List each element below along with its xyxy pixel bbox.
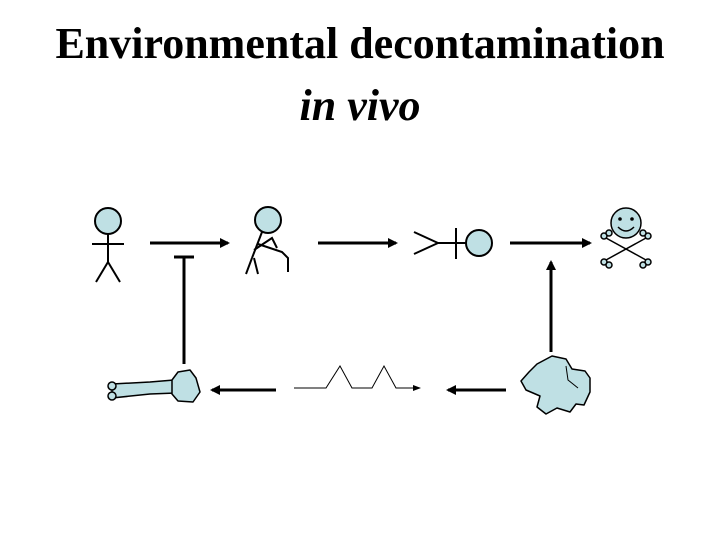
fallen-person-icon [413,228,493,259]
skull-crossbones-icon [600,207,652,269]
slide-subtitle: in vivo [299,81,421,130]
contamination-blob-icon [520,355,591,415]
standing-person-icon [92,207,124,283]
slide-title: Environmental decontamination [55,19,665,68]
bone-inhibits-arrow [174,255,194,364]
sick-person-icon [245,206,289,275]
bone-icon [107,369,201,403]
blob-inner-line [565,365,579,389]
decay-wave-icon [294,364,421,391]
